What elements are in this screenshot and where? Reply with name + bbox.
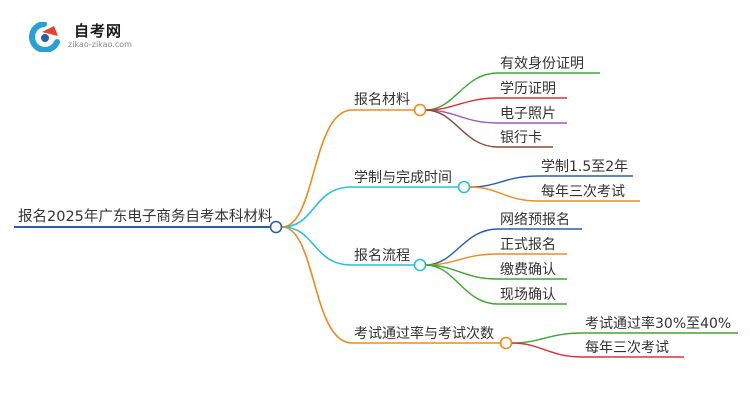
branch-connector-2 [281, 226, 353, 266]
leaf-label-education-proof: 学历证明 [500, 81, 556, 97]
leaf-label-exams-per-year-2: 每年三次考试 [585, 340, 669, 356]
root-node-label: 报名2025年广东电子商务自考本科材料 [18, 209, 273, 225]
root-node-circle [269, 220, 283, 234]
leaf-connector-0-0 [425, 72, 499, 111]
leaf-label-exams-per-year: 每年三次考试 [541, 184, 625, 200]
leaf-label-payment-confirm: 缴费确认 [500, 262, 556, 278]
branch-node-circle-0 [413, 103, 427, 117]
branch-connector-0 [281, 109, 353, 228]
leaf-label-bank-card: 银行卡 [500, 130, 542, 146]
branch-label-materials: 报名材料 [354, 92, 410, 108]
logo-title: 自考网 [74, 22, 123, 40]
leaf-label-study-length: 学制1.5至2年 [541, 159, 629, 175]
branch-label-duration: 学制与完成时间 [354, 170, 452, 186]
leaf-label-id-proof: 有效身份证明 [500, 56, 584, 72]
branch-label-passrate: 考试通过率与考试次数 [354, 326, 494, 342]
branch-connector-3 [281, 226, 353, 344]
leaf-connector-1-0 [469, 175, 540, 188]
branch-node-circle-1 [457, 180, 471, 194]
branch-node-circle-2 [413, 258, 427, 272]
leaf-connector-0-3 [425, 109, 499, 148]
leaf-connector-2-0 [425, 228, 499, 266]
branch-connector-1 [281, 186, 353, 228]
leaf-connector-1-1 [469, 186, 540, 202]
leaf-label-online-pre-reg: 网络预报名 [500, 212, 570, 228]
leaf-label-onsite-confirm: 现场确认 [500, 287, 556, 303]
leaf-connector-3-0 [511, 332, 584, 344]
branch-label-process: 报名流程 [354, 248, 410, 264]
logo: 自考网 zikao-zikao.com [28, 18, 148, 54]
branch-node-circle-3 [499, 336, 513, 350]
leaf-connector-3-1 [511, 342, 584, 358]
leaf-label-formal-reg: 正式报名 [500, 237, 556, 253]
logo-subtitle: zikao-zikao.com [68, 40, 132, 49]
leaf-connector-2-3 [425, 264, 499, 305]
leaf-label-photo: 电子照片 [500, 106, 556, 122]
leaf-label-pass-rate: 考试通过率30%至40% [585, 316, 732, 332]
logo-mark-icon [29, 22, 60, 52]
